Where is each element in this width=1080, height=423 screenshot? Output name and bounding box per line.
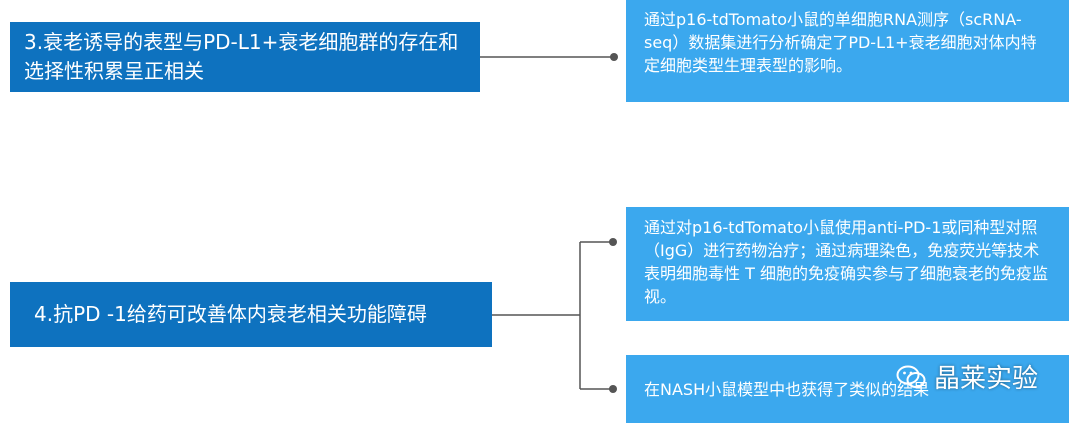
step4-detail-box-2: 在NASH小鼠模型中也获得了类似的结果 — [626, 355, 1069, 423]
connector-dot-step4-lower — [609, 385, 617, 393]
watermark-text: 晶莱实验 — [934, 364, 1039, 394]
step4-title-box: 4.抗PD -1给药可改善体内衰老相关功能障碍 — [10, 282, 492, 347]
step3-detail: 通过p16-tdTomato小鼠的单细胞RNA测序（scRNA-seq）数据集进… — [644, 10, 1037, 75]
wechat-icon — [896, 365, 926, 388]
step4-detail-box-1: 通过对p16-tdTomato小鼠使用anti-PD-1或同种型对照（IgG）进… — [626, 207, 1069, 321]
step4-detail-2: 在NASH小鼠模型中也获得了类似的结果 — [644, 379, 930, 399]
step4-detail-1: 通过对p16-tdTomato小鼠使用anti-PD-1或同种型对照（IgG）进… — [644, 218, 1048, 306]
step3-detail-box: 通过p16-tdTomato小鼠的单细胞RNA测序（scRNA-seq）数据集进… — [626, 0, 1069, 102]
step3-title: 3.衰老诱导的表型与PD-L1+衰老细胞群的存在和选择性积累呈正相关 — [24, 30, 459, 83]
connector-dot-step3 — [610, 53, 618, 61]
connector-dot-step4-upper — [609, 238, 617, 246]
step3-title-box: 3.衰老诱导的表型与PD-L1+衰老细胞群的存在和选择性积累呈正相关 — [10, 22, 480, 92]
step4-title: 4.抗PD -1给药可改善体内衰老相关功能障碍 — [34, 302, 427, 326]
watermark: 晶莱实验 — [896, 358, 1038, 395]
